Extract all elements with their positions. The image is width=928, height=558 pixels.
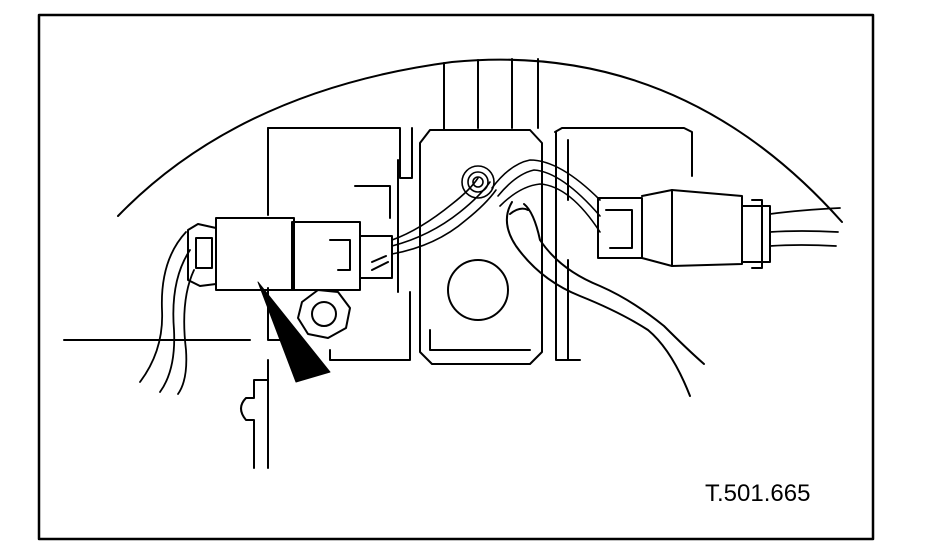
lower-right-harness [505,201,705,397]
figure-border [37,13,875,541]
mount-hole [447,259,509,321]
housing-arc [117,58,843,223]
right-bracket-block [554,127,693,361]
connecting-wires [391,177,497,255]
callout-arrow [257,281,331,383]
right-connector [597,189,771,269]
left-connector [187,217,393,291]
upper-column [443,58,539,131]
mounting-nut [297,289,351,339]
central-mount-plate [419,129,543,365]
lower-ledge [63,339,269,469]
right-outgoing-wires [769,207,841,247]
wire-coil [461,165,495,199]
figure-reference-code: T.501.665 [705,480,811,507]
right-wire-bundle [491,159,601,233]
left-wire-harness [139,231,195,395]
